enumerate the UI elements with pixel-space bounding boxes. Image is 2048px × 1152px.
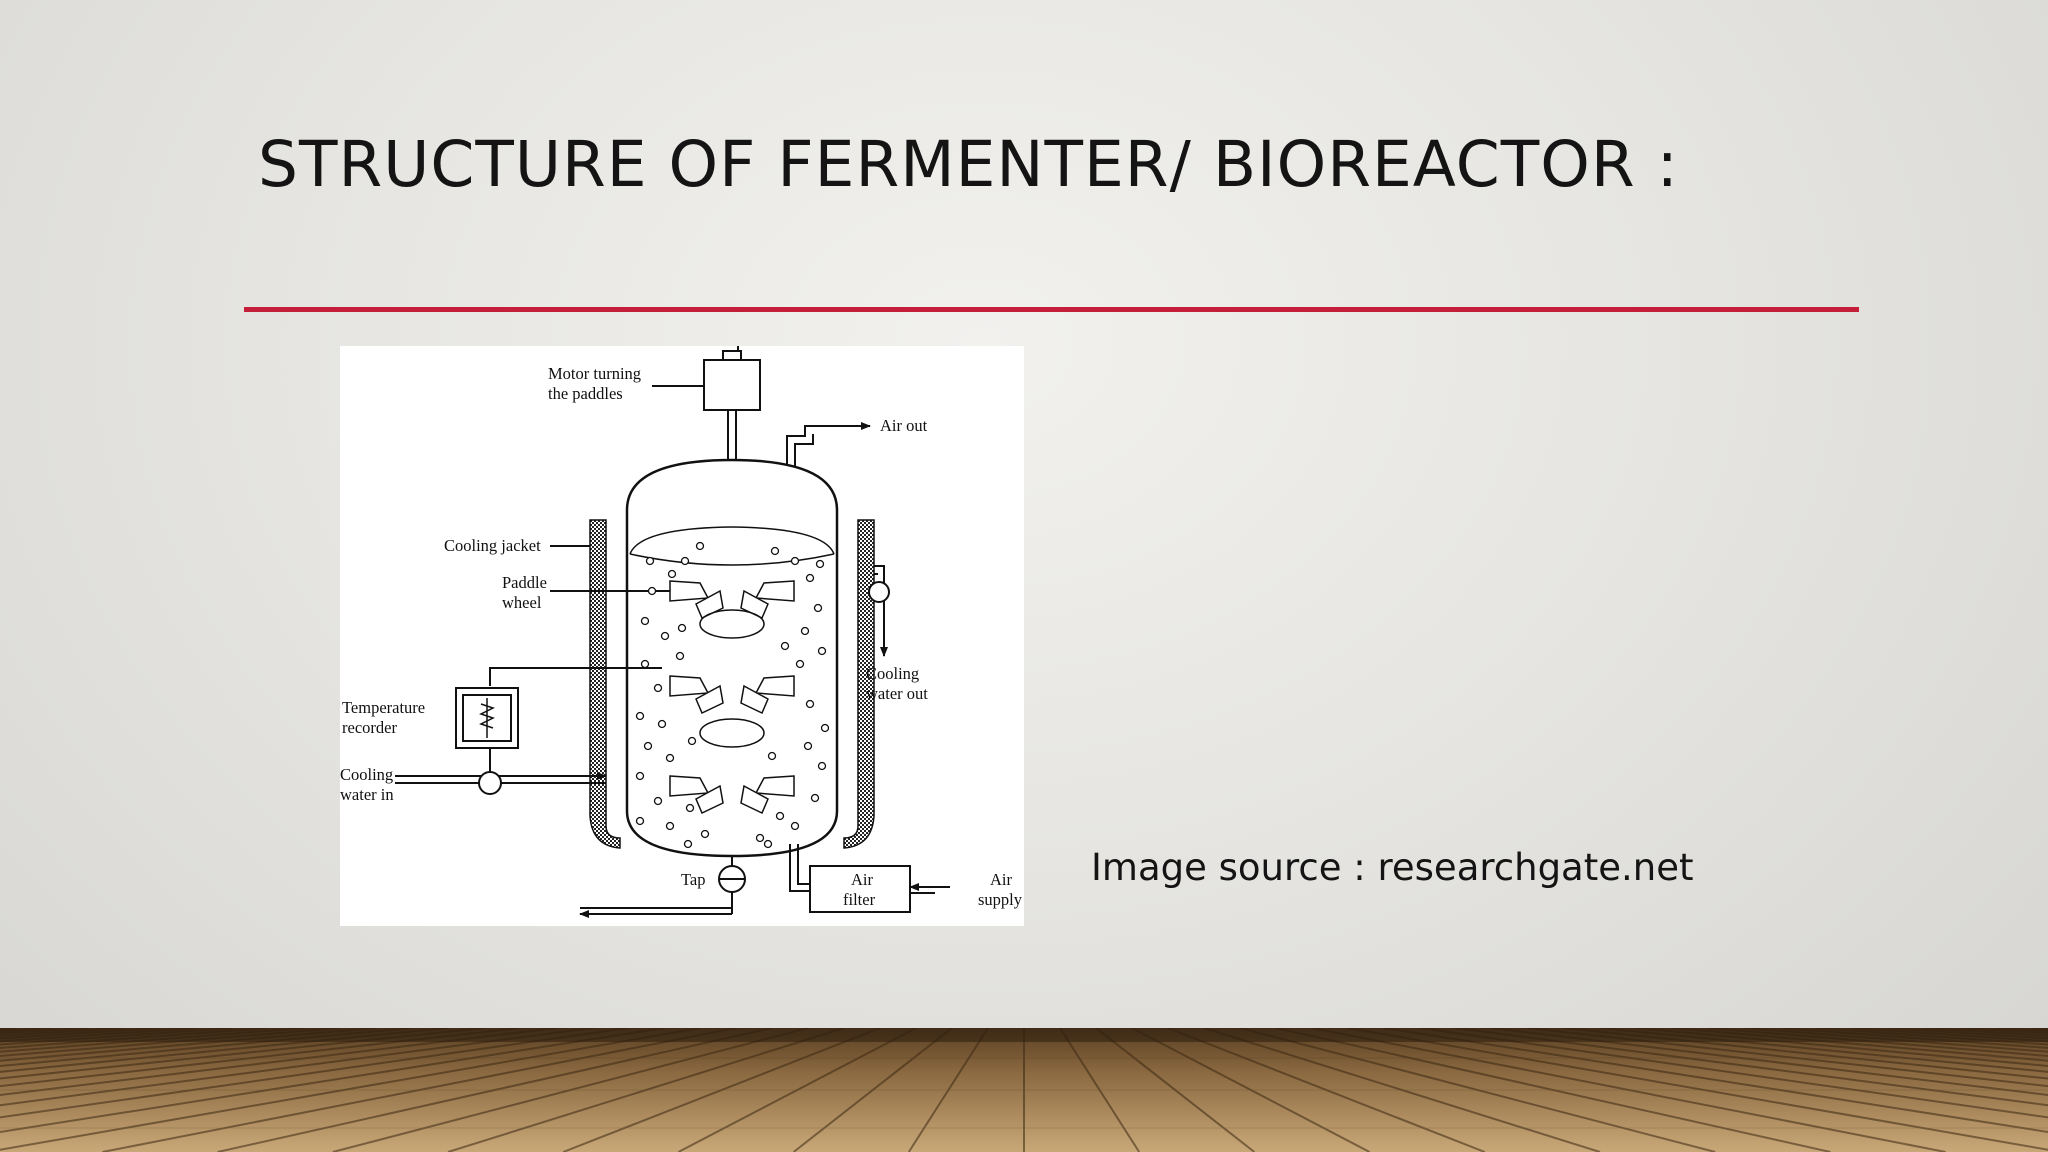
label-paddle-2: wheel — [502, 593, 542, 612]
label-temperature-1: Temperature — [342, 698, 425, 717]
label-paddle-1: Paddle — [502, 573, 547, 592]
motor — [703, 359, 761, 411]
paddle-wheel-middle — [669, 675, 795, 748]
paddle-wheel-bottom — [669, 775, 795, 815]
air-filter — [809, 865, 911, 913]
fermenter-diagram-svg: Motor turning the paddles Air out Coolin… — [340, 346, 1023, 918]
label-air-out: Air out — [880, 416, 928, 435]
air-bubbles — [635, 541, 830, 849]
vessel — [625, 458, 839, 858]
cooling-in-valve — [478, 771, 502, 795]
fermenter-diagram: Motor turning the paddles Air out Coolin… — [340, 346, 1024, 926]
label-cooling-jacket: Cooling jacket — [444, 536, 541, 555]
label-air-filter-2: filter — [843, 890, 876, 909]
wood-floor — [0, 1027, 2048, 1152]
label-temperature-2: recorder — [342, 718, 397, 737]
title-underline — [244, 307, 1859, 312]
temperature-probe — [489, 667, 662, 686]
label-cooling-in-1: Cooling — [340, 765, 393, 784]
label-air-supply-2: supply — [978, 890, 1023, 909]
slide-title: STRUCTURE OF FERMENTER/ BIOREACTOR : — [258, 128, 1679, 201]
label-motor-1: Motor turning — [548, 364, 641, 383]
label-cooling-in-2: water in — [340, 785, 394, 804]
paddle-wheel-top — [669, 580, 795, 639]
label-air-supply-1: Air — [990, 870, 1013, 889]
air-out-pipe — [786, 422, 871, 464]
image-source-caption: Image source : researchgate.net — [1091, 846, 1694, 889]
label-motor-2: the paddles — [548, 384, 623, 403]
label-cooling-out-1: Cooling — [866, 664, 919, 683]
label-cooling-out-2: water out — [866, 684, 928, 703]
label-air-filter-1: Air — [851, 870, 874, 889]
cooling-out-pipe — [874, 565, 888, 657]
air-supply-line — [789, 844, 810, 892]
wood-floor-svg — [0, 1027, 2048, 1152]
cooling-jacket — [589, 519, 621, 849]
label-tap: Tap — [681, 870, 706, 889]
